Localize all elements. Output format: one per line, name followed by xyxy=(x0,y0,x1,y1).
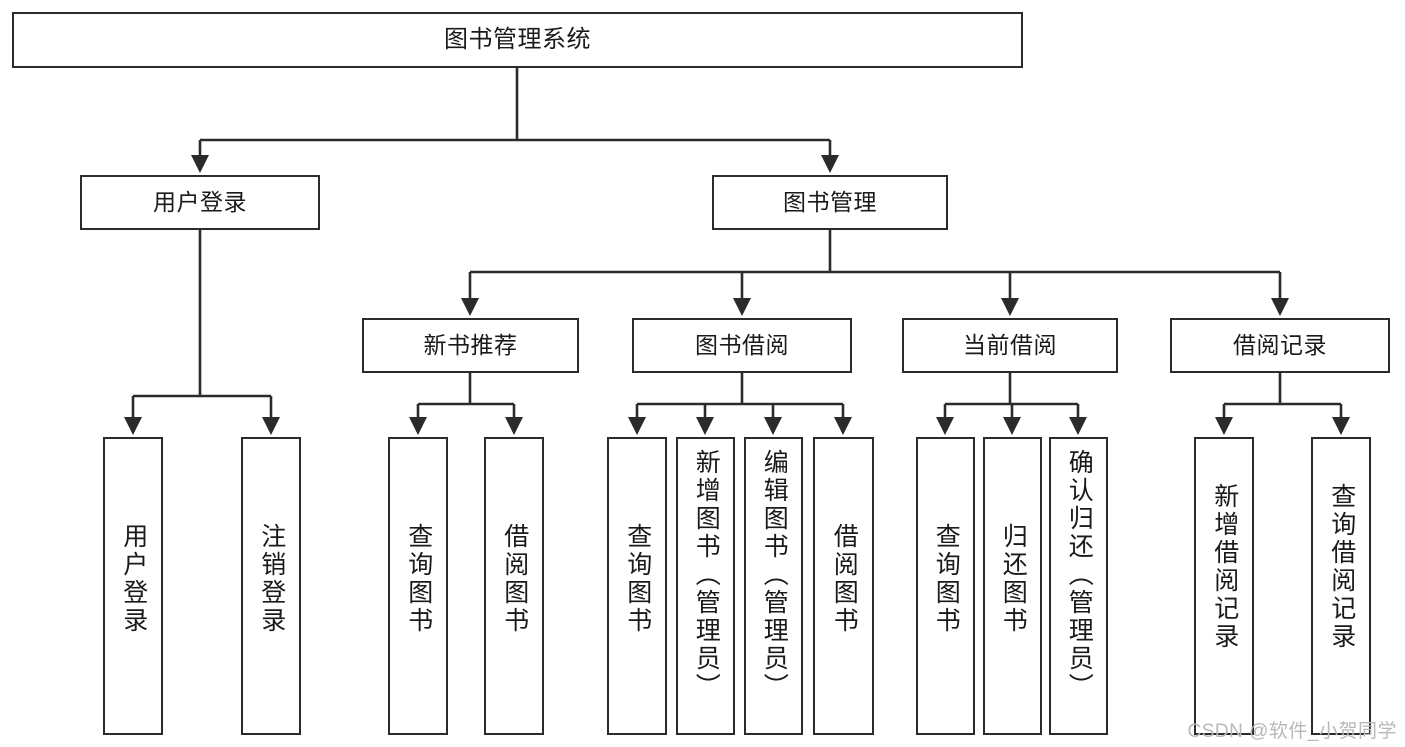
node-label: 借阅图书 xyxy=(500,523,529,635)
node-label: 新增借阅记录 xyxy=(1210,483,1239,651)
leaf-query-book-recommendation[interactable]: 查询图书 xyxy=(388,437,448,735)
node-label: 查询借阅记录 xyxy=(1327,483,1356,651)
node-label: 图书管理系统 xyxy=(444,25,591,53)
node-label: 新书推荐 xyxy=(423,331,518,358)
node-current-borrow[interactable]: 当前借阅 xyxy=(902,318,1118,373)
node-label: 用户登录 xyxy=(119,523,148,635)
leaf-borrow-book-recommendation[interactable]: 借阅图书 xyxy=(484,437,544,735)
leaf-query-book-borrow[interactable]: 查询图书 xyxy=(607,437,667,735)
node-root-book-management-system[interactable]: 图书管理系统 xyxy=(12,12,1023,68)
node-label: 查询图书 xyxy=(623,523,652,635)
leaf-confirm-return-admin[interactable]: 确认归还（管理员） xyxy=(1049,437,1108,735)
leaf-query-borrow-record[interactable]: 查询借阅记录 xyxy=(1311,437,1371,735)
leaf-logout-login[interactable]: 注销登录 xyxy=(241,437,301,735)
csdn-watermark: CSDN @软件_小贺同学 xyxy=(1187,721,1397,742)
leaf-return-book[interactable]: 归还图书 xyxy=(983,437,1042,735)
node-label: 归还图书 xyxy=(999,523,1028,635)
leaf-add-borrow-record[interactable]: 新增借阅记录 xyxy=(1194,437,1254,735)
node-label: 查询图书 xyxy=(932,523,961,635)
node-label: 借阅图书 xyxy=(830,523,859,635)
node-label: 用户登录 xyxy=(153,188,247,215)
node-borrow-record[interactable]: 借阅记录 xyxy=(1170,318,1390,373)
node-book-management[interactable]: 图书管理 xyxy=(712,175,948,230)
leaf-query-book-current[interactable]: 查询图书 xyxy=(916,437,975,735)
node-user-login[interactable]: 用户登录 xyxy=(80,175,320,230)
leaf-borrow-book-borrow[interactable]: 借阅图书 xyxy=(813,437,874,735)
node-label: 图书借阅 xyxy=(695,331,789,358)
node-new-book-recommendation[interactable]: 新书推荐 xyxy=(362,318,579,373)
leaf-edit-book-admin[interactable]: 编辑图书（管理员） xyxy=(744,437,803,735)
node-label: 查询图书 xyxy=(404,523,433,635)
node-label: 借阅记录 xyxy=(1233,331,1327,358)
leaf-user-login[interactable]: 用户登录 xyxy=(103,437,163,735)
node-label: 新增图书（管理员） xyxy=(692,449,721,701)
leaf-add-book-admin[interactable]: 新增图书（管理员） xyxy=(676,437,735,735)
node-label: 图书管理 xyxy=(783,188,877,215)
node-label: 编辑图书（管理员） xyxy=(760,449,789,701)
node-label: 注销登录 xyxy=(257,523,286,635)
node-label: 当前借阅 xyxy=(963,331,1057,358)
node-label: 确认归还（管理员） xyxy=(1065,449,1094,701)
node-book-borrow[interactable]: 图书借阅 xyxy=(632,318,852,373)
